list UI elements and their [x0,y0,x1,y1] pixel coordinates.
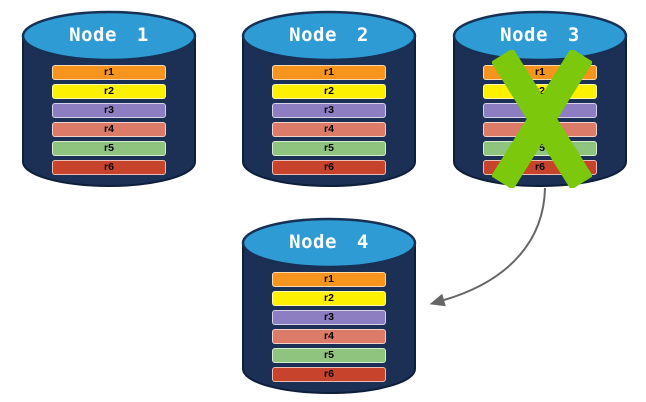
node-title: Node 1 [69,24,149,46]
row-r5: r5 [52,141,166,156]
row-r3: r3 [52,103,166,118]
row-stack: r1 r2 r3 r4 r5 r6 [272,272,386,382]
row-r3: r3 [272,310,386,325]
row-r1: r1 [272,65,386,80]
row-r1: r1 [52,65,166,80]
row-r2: r2 [272,291,386,306]
row-r4: r4 [272,329,386,344]
node-title: Node 4 [289,231,369,253]
row-r5: r5 [272,348,386,363]
node-2: Node 2 r1 r2 r3 r4 r5 r6 [241,6,417,188]
cylinder-top [241,217,417,269]
row-r2: r2 [272,84,386,99]
row-r3: r3 [272,103,386,118]
cylinder-top [241,10,417,62]
node-4: Node 4 r1 r2 r3 r4 r5 r6 [241,213,417,395]
node-1: Node 1 r1 r2 r3 r4 r5 r6 [21,6,197,188]
x-stroke [492,50,592,188]
arrow-curve [443,187,546,301]
row-r4: r4 [52,122,166,137]
row-r4: r4 [272,122,386,137]
row-r2: r2 [52,84,166,99]
failure-x-icon [492,50,592,188]
row-r6: r6 [272,367,386,382]
row-r1: r1 [272,272,386,287]
row-r6: r6 [272,160,386,175]
node-3: Node 3 r1 r2 r3 r4 r5 r6 [452,6,628,188]
node-title: Node 2 [289,24,369,46]
node-title: Node 3 [500,24,580,46]
cylinder-top [21,10,197,62]
row-stack: r1 r2 r3 r4 r5 r6 [52,65,166,175]
row-r5: r5 [272,141,386,156]
row-stack: r1 r2 r3 r4 r5 r6 [272,65,386,175]
arrowhead-icon [429,293,446,307]
row-r6: r6 [52,160,166,175]
cylinder-top [452,10,628,62]
